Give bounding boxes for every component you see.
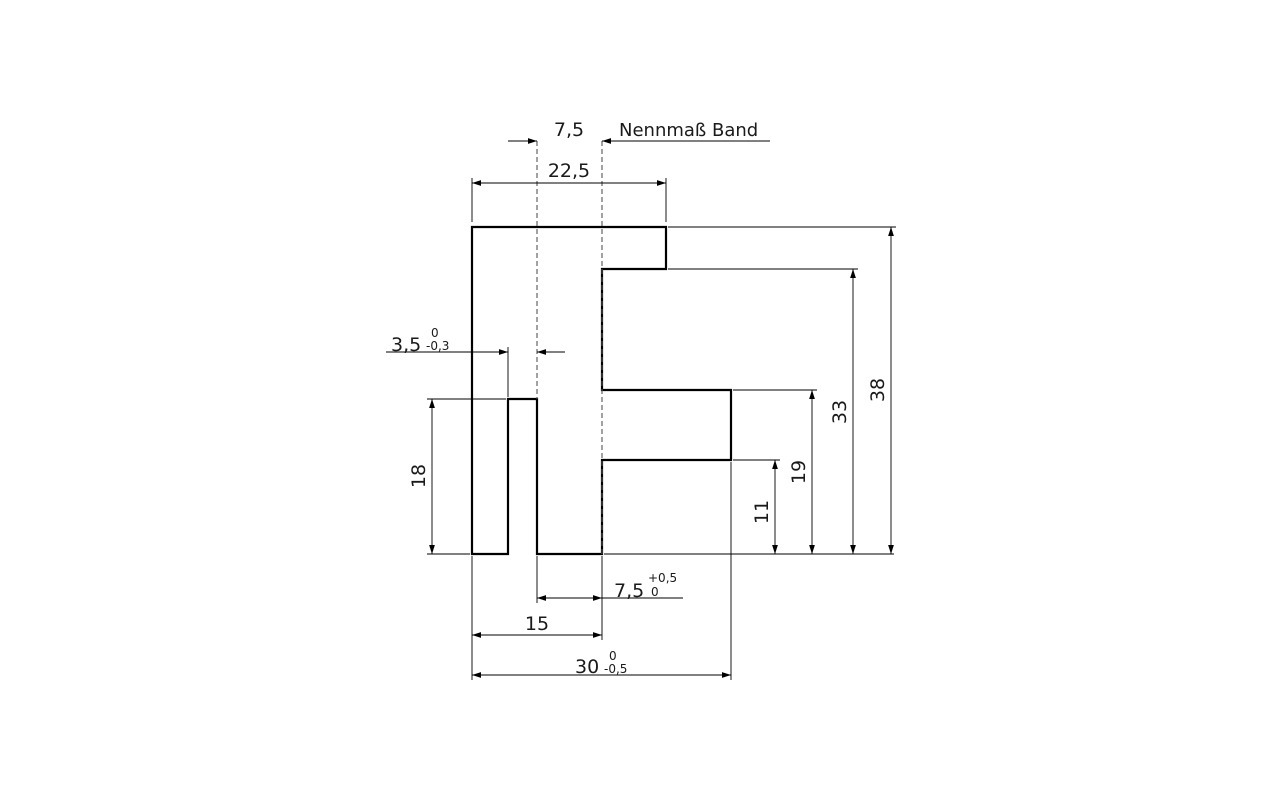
profile-outline [470,225,733,556]
dim-slot-width-tol-lower: -0,3 [426,339,449,353]
dim-height-33-label: 33 [829,400,851,424]
dim-offset-15: 15 [471,556,602,680]
dim-top-width: 22,5 [471,160,667,222]
dim-height-38: 38 [668,226,896,554]
dim-slot-width-tol-upper: 0 [431,326,439,340]
dim-left-height-label: 18 [408,464,430,488]
dim-top-width-label: 22,5 [548,160,590,182]
dim-height-11: 11 [733,459,780,554]
dim-slot-width: 3,5 0 -0,3 [386,326,565,397]
dim-height-38-label: 38 [867,378,889,402]
dim-left-height: 18 [408,398,506,555]
dim-band-width-label: 7,5 [554,119,584,141]
dim-groove-width-label: 7,5 [614,580,644,602]
band-note: Nennmaß Band [619,120,758,141]
dim-total-width-tol-upper: 0 [609,649,617,663]
dim-height-19: 19 [733,389,817,554]
dim-groove-width-tol-upper: +0,5 [648,571,677,585]
dim-groove-width: 7,5 +0,5 0 [536,556,683,640]
dim-height-19-label: 19 [788,460,810,484]
dim-band-width: 7,5 Nennmaß Band [508,119,770,144]
dim-total-width-tol-lower: -0,5 [604,662,627,676]
dim-height-11-label: 11 [751,500,773,524]
dim-slot-width-label: 3,5 [391,334,421,356]
dim-total-width-label: 30 [575,656,599,678]
dim-groove-width-tol-lower: 0 [651,585,659,599]
dim-total-width: 30 0 -0,5 [472,462,732,680]
dim-offset-15-label: 15 [525,613,549,635]
dim-height-33: 33 [668,268,858,554]
